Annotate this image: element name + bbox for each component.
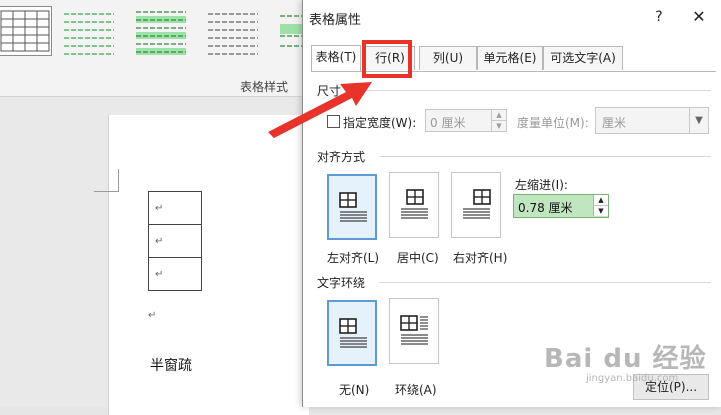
wrap-around-option[interactable]: [389, 298, 439, 364]
width-spinner-buttons: ▲ ▼: [491, 110, 506, 131]
wrapping-section-divider: [379, 282, 711, 283]
wrap-none-label[interactable]: 无(N): [339, 383, 370, 397]
wrap-around-label[interactable]: 环绕(A): [395, 383, 437, 397]
tab-strip: 表格(T) 行(R) 列(U) 单元格(E) 可选文字(A): [311, 45, 716, 72]
align-right-option[interactable]: [451, 172, 501, 238]
align-right-icon: [463, 189, 491, 219]
left-indent-value[interactable]: 0.78 厘米: [518, 201, 573, 215]
align-right-label[interactable]: 右对齐(H): [453, 251, 508, 265]
table-cell[interactable]: ↵: [148, 191, 202, 225]
wrap-none-option[interactable]: [327, 300, 377, 366]
chevron-down-icon[interactable]: ▼: [689, 108, 708, 133]
wrap-around-icon: [400, 315, 428, 345]
measure-unit-value: 厘米: [602, 116, 627, 130]
table-style-green-band-thumbnail[interactable]: [134, 6, 188, 56]
tab-column[interactable]: 列(U): [419, 46, 477, 70]
width-spinner[interactable]: 0 厘米 ▲ ▼: [425, 109, 507, 132]
paragraph-mark: ↵: [148, 310, 157, 321]
tab-panel-border: [311, 71, 716, 72]
align-center-label[interactable]: 居中(C): [397, 251, 439, 265]
wrap-none-icon: [339, 318, 367, 348]
align-center-icon: [401, 189, 428, 219]
spin-down-icon[interactable]: ▼: [598, 207, 604, 215]
table-style-grid-thumbnail[interactable]: [0, 6, 52, 56]
table-cell[interactable]: ↵: [148, 257, 202, 291]
align-center-option[interactable]: [389, 172, 439, 238]
spin-up-icon[interactable]: ▲: [594, 195, 608, 206]
alignment-section-divider: [379, 156, 711, 157]
measure-unit-select[interactable]: 厘米 ▼: [595, 107, 709, 134]
position-button[interactable]: 定位(P)...: [633, 374, 709, 400]
help-button[interactable]: ?: [655, 9, 663, 25]
left-indent-spinner[interactable]: 0.78 厘米 ▲ ▼: [513, 194, 609, 218]
table-style-gray-dashed-thumbnail[interactable]: [206, 6, 260, 56]
spin-down-icon[interactable]: ▼: [496, 122, 502, 130]
close-button[interactable]: ✕: [692, 7, 706, 26]
table-properties-dialog: 表格属性 ? ✕ 表格(T) 行(R) 列(U) 单元格(E) 可选文字(A) …: [302, 0, 721, 407]
indent-spinner-buttons: ▲ ▼: [593, 195, 608, 216]
measure-unit-label: 度量单位(M):: [517, 116, 589, 130]
table-style-partial-thumbnail[interactable]: [278, 6, 302, 56]
tab-table[interactable]: 表格(T): [311, 45, 361, 71]
width-value[interactable]: 0 厘米: [430, 116, 466, 130]
ribbon-group-label: 表格样式: [240, 80, 289, 94]
dialog-title: 表格属性: [309, 13, 362, 28]
document-text: 半窗疏: [150, 358, 192, 374]
table-cell[interactable]: ↵: [148, 224, 202, 258]
dialog-title-bar[interactable]: 表格属性 ? ✕: [303, 0, 721, 34]
specify-width-checkbox[interactable]: [327, 115, 340, 128]
table-row[interactable]: ↵: [148, 224, 202, 258]
align-left-option[interactable]: [327, 174, 377, 240]
size-section-divider: [347, 90, 711, 91]
spin-up-icon[interactable]: ▲: [492, 110, 506, 121]
document-page[interactable]: [108, 115, 309, 415]
page-corner-mark: [94, 169, 119, 192]
table-row[interactable]: ↵: [148, 191, 202, 225]
wrapping-section-label: 文字环绕: [317, 276, 366, 290]
left-indent-label: 左缩进(I):: [515, 178, 568, 192]
specify-width-label[interactable]: 指定宽度(W):: [343, 116, 417, 130]
size-section-label: 尺寸: [317, 84, 342, 98]
red-highlight-box: [362, 40, 412, 78]
align-left-label[interactable]: 左对齐(L): [327, 251, 380, 265]
align-left-icon: [339, 192, 367, 222]
tab-cell[interactable]: 单元格(E): [477, 46, 543, 70]
table-style-green-dashed-thumbnail[interactable]: [62, 6, 116, 56]
document-table[interactable]: ↵ ↵ ↵: [148, 191, 202, 291]
alignment-section-label: 对齐方式: [317, 150, 366, 164]
tab-row[interactable]: 行(R): [365, 46, 415, 70]
table-row[interactable]: ↵: [148, 257, 202, 291]
tab-alt-text[interactable]: 可选文字(A): [543, 46, 623, 70]
